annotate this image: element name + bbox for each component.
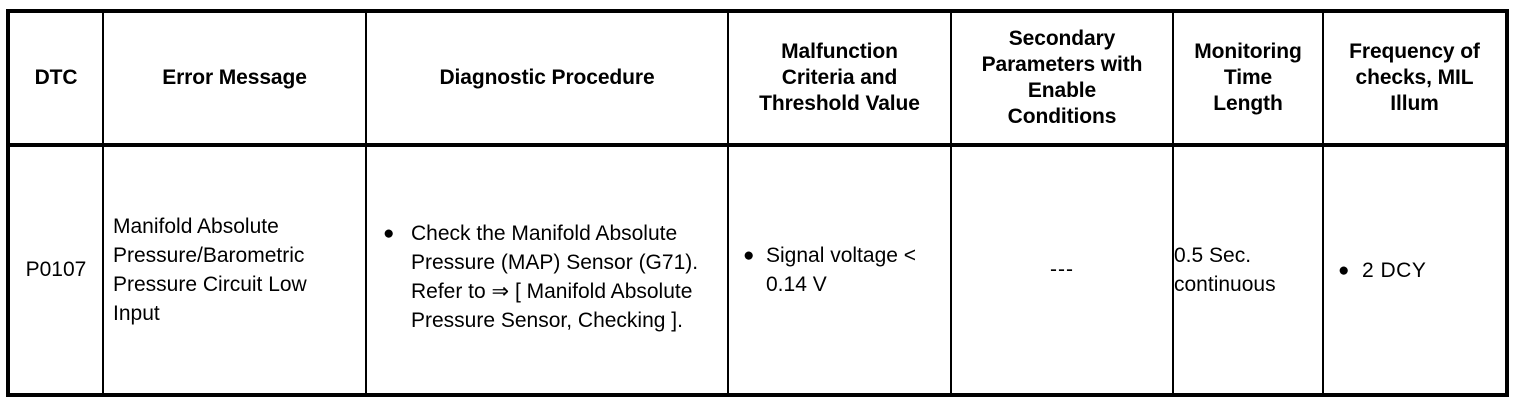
table-header-row: DTC Error Message Diagnostic Procedure M… [6, 9, 1509, 147]
malfunction-criteria-list: ● Signal voltage < 0.14 V [729, 241, 950, 299]
column-header-error-message-label: Error Message [162, 66, 307, 89]
column-header-diagnostic-procedure: Diagnostic Procedure [365, 9, 729, 147]
cell-error-message: Manifold Absolute Pressure/Barometric Pr… [102, 144, 367, 397]
cell-dtc: P0107 [6, 144, 104, 397]
column-header-monitoring-time-length: Monitoring Time Length [1172, 9, 1324, 147]
column-header-monitoring-line-2: Time [1223, 66, 1273, 89]
diagnostic-procedure-list: ● Check the Manifold Absolute Pressure (… [367, 219, 727, 335]
dtc-diagnostic-table: DTC Error Message Diagnostic Procedure M… [6, 9, 1509, 397]
column-header-monitoring-line-3: Length [1213, 92, 1283, 115]
secondary-parameters-value: --- [1050, 258, 1074, 281]
column-header-secondary-parameters: Secondary Parameters with Enable Conditi… [950, 9, 1174, 147]
column-header-diagnostic-procedure-label: Diagnostic Procedure [439, 66, 655, 89]
table-row: P0107 Manifold Absolute Pressure/Baromet… [6, 144, 1509, 397]
cell-secondary-parameters: --- [950, 144, 1174, 397]
dtc-code-value: P0107 [25, 258, 87, 281]
monitoring-time-length-value: 0.5 Sec. continuous [1174, 244, 1276, 296]
bullet-icon: ● [743, 245, 755, 266]
column-header-monitoring-line-1: Monitoring [1194, 40, 1302, 63]
column-header-frequency-line-2: checks, MIL [1355, 66, 1474, 89]
error-message-value: Manifold Absolute Pressure/Barometric Pr… [113, 215, 307, 325]
frequency-checks-list: ● 2 DCY [1324, 256, 1505, 285]
cell-monitoring-time-length: 0.5 Sec. continuous [1172, 144, 1324, 397]
column-header-frequency-checks-mil: Frequency of checks, MIL Illum [1322, 9, 1509, 147]
cell-diagnostic-procedure: ● Check the Manifold Absolute Pressure (… [365, 144, 729, 397]
cell-frequency-checks-mil: ● 2 DCY [1322, 144, 1509, 397]
column-header-frequency-line-3: Illum [1390, 92, 1439, 115]
malfunction-criteria-text: Signal voltage < 0.14 V [766, 244, 917, 296]
cell-malfunction-criteria: ● Signal voltage < 0.14 V [727, 144, 952, 397]
diagnostic-procedure-text: Check the Manifold Absolute Pressure (MA… [411, 222, 699, 332]
column-header-secondary-line-4: Conditions [1007, 105, 1117, 128]
column-header-dtc-label: DTC [34, 66, 78, 89]
frequency-checks-text: 2 DCY [1362, 258, 1427, 282]
column-header-malfunction-line-3: Threshold Value [759, 92, 920, 115]
column-header-malfunction-line-1: Malfunction [781, 40, 898, 63]
column-header-frequency-line-1: Frequency of [1349, 40, 1480, 63]
column-header-malfunction-line-2: Criteria and [781, 66, 898, 89]
column-header-secondary-line-2: Parameters with [981, 53, 1143, 76]
column-header-secondary-line-1: Secondary [1008, 27, 1116, 50]
bullet-icon: ● [383, 223, 395, 244]
column-header-malfunction-criteria: Malfunction Criteria and Threshold Value [727, 9, 952, 147]
bullet-icon: ● [1338, 259, 1350, 281]
column-header-dtc: DTC [6, 9, 104, 147]
column-header-error-message: Error Message [102, 9, 367, 147]
list-item: ● 2 DCY [1324, 256, 1505, 285]
list-item: ● Signal voltage < 0.14 V [729, 241, 950, 299]
column-header-secondary-line-3: Enable [1027, 79, 1097, 102]
list-item: ● Check the Manifold Absolute Pressure (… [367, 219, 727, 335]
